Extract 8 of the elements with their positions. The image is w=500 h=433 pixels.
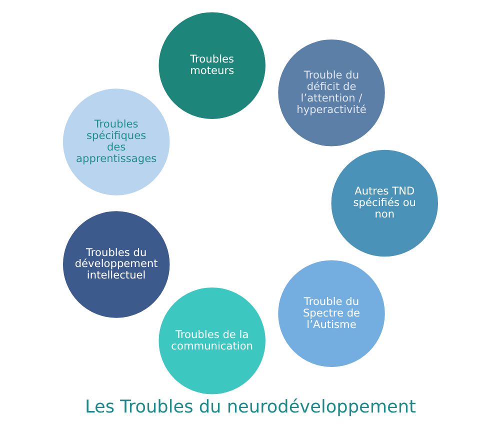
node-circle: Trouble du déficit de l’attention / hyperactivité: [276, 38, 386, 148]
node-circle: Trouble du Spectre de l’Autisme: [276, 259, 386, 368]
node-circle: Troubles de la communication: [157, 286, 266, 396]
node-circle: Troubles spécifiques des apprentissages: [62, 88, 170, 196]
diagram-title: Les Troubles du neurodéveloppement: [84, 397, 416, 418]
node-circle: Troubles moteurs: [157, 11, 266, 120]
node-circle: Autres TND spécifiés ou non: [330, 149, 438, 258]
node-circle: Troubles du développement intellectuel: [62, 210, 170, 319]
